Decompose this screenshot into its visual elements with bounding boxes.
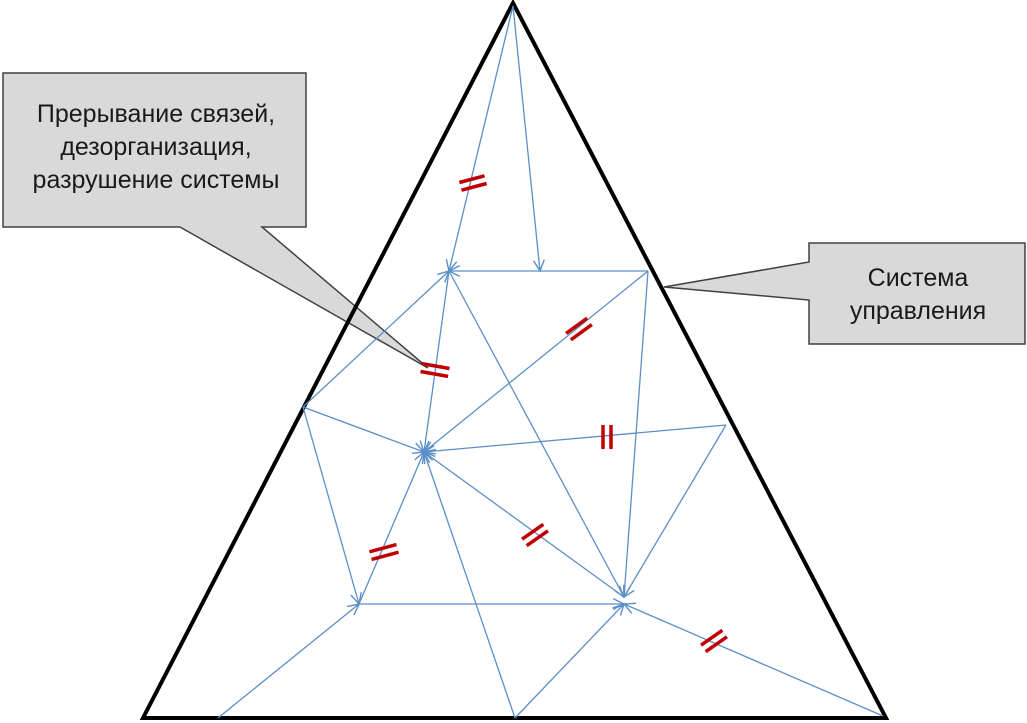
callout-disruption-box [2,72,429,369]
link-right-edge-to-center-node [424,424,727,452]
link-lower-right-node-to-center-node [424,452,625,598]
break-mark [565,316,593,342]
break-marks-group [368,174,728,654]
callout-disruption-line: дезорганизация, [60,133,252,161]
link-bottom-center-to-lower-right-node [514,604,624,719]
callout-disruption-line: разрушение системы [32,166,280,194]
link-left-edge-to-center-node [302,406,424,452]
callout-control-system-line: Система [867,264,969,292]
link-upper-left-node-to-center-node [424,270,450,452]
break-mark [458,174,488,192]
break-mark [368,542,400,562]
link-bottom-right-to-lower-right-node [624,604,884,717]
callout-disruption-text: Прерывание связей, дезорганизация, разру… [6,98,306,197]
callout-control-system-text: Система управления [812,262,1024,328]
link-upper-right-to-center-node [424,270,649,452]
break-mark [700,628,728,654]
break-mark [601,425,613,449]
link-apex-to-upper-center [512,5,540,271]
link-apex-to-upper-left-node [449,5,514,271]
callout-control-system-box [663,242,1026,345]
break-mark [420,361,450,379]
link-bottom-center-to-center-node [424,452,516,719]
link-right-edge-to-lower-right-node [624,424,727,597]
link-upper-left-node-to-lower-right-node [448,270,624,597]
links-group [217,5,884,719]
link-left-edge-to-lower-left-node [302,406,359,604]
break-mark [521,522,549,548]
link-bottom-left-to-lower-left-node [217,604,359,719]
link-upper-right-to-lower-right-node [624,270,649,597]
link-left-edge-to-upper-left-node [302,271,449,408]
callout-disruption-line: Прерывание связей, [36,100,276,128]
callout-control-system-line: управления [849,297,987,325]
link-lower-left-node-to-center-node [358,452,424,605]
